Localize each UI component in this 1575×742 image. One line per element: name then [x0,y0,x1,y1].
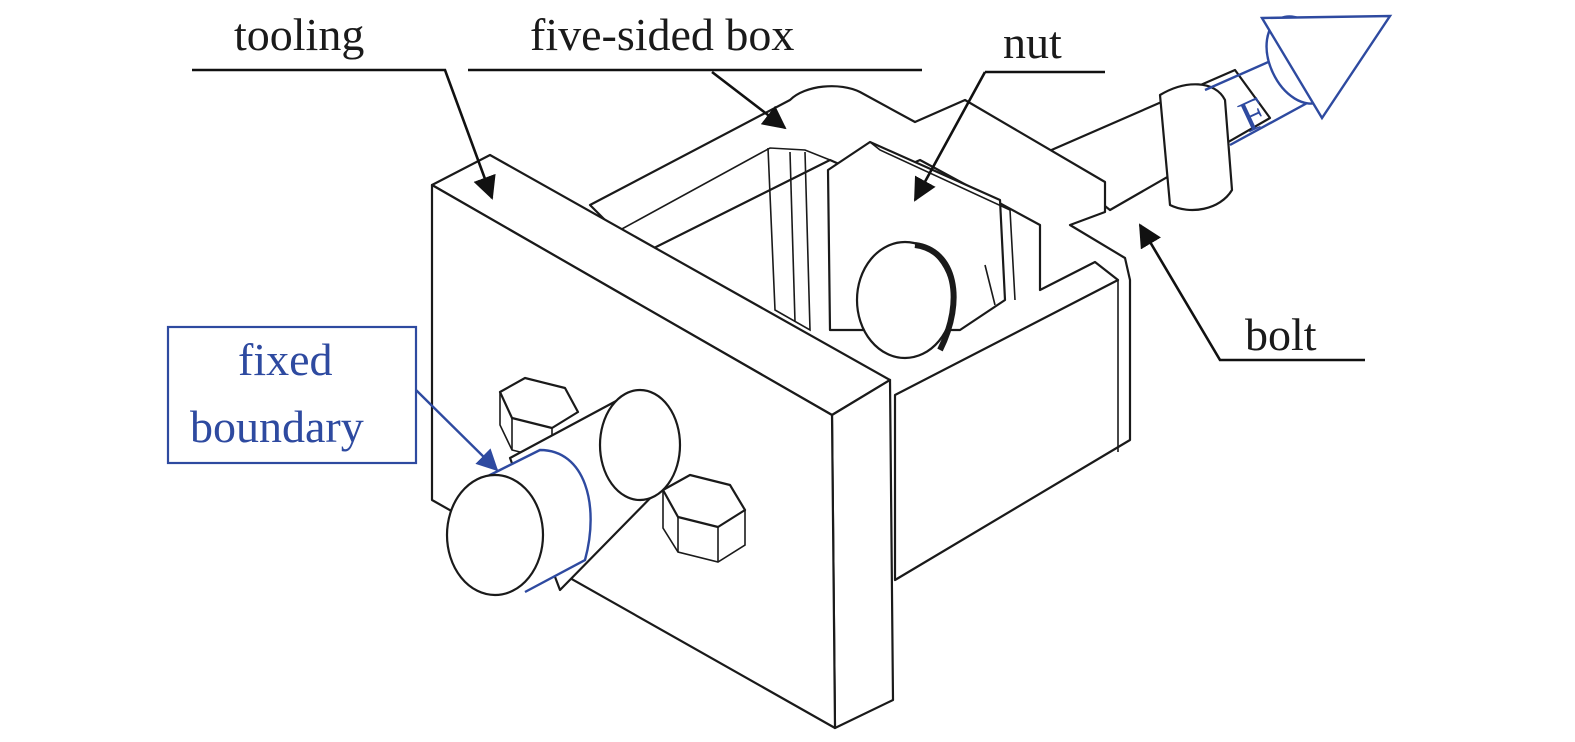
fixed-boundary-box [166,325,418,465]
label-bolt: bolt [1138,223,1365,362]
label-boundary-text: boundary [190,401,364,452]
label-tooling: tooling [192,9,496,200]
hex-bolt-lower [661,473,747,563]
label-nut: nut [915,17,1105,200]
label-tooling-text: tooling [234,9,364,60]
fixed-boundary-cylinder [445,388,682,597]
label-bolt-text: bolt [1245,309,1317,360]
label-five-sided-box-text: five-sided box [530,9,794,60]
label-fixed-boundary: fixed boundary [166,325,499,472]
five-sided-box [588,85,1132,582]
label-fixed-text: fixed [238,334,333,385]
label-nut-text: nut [1003,17,1062,68]
bolt-shaft [1038,68,1272,212]
label-five-sided-box: five-sided box [468,9,922,128]
